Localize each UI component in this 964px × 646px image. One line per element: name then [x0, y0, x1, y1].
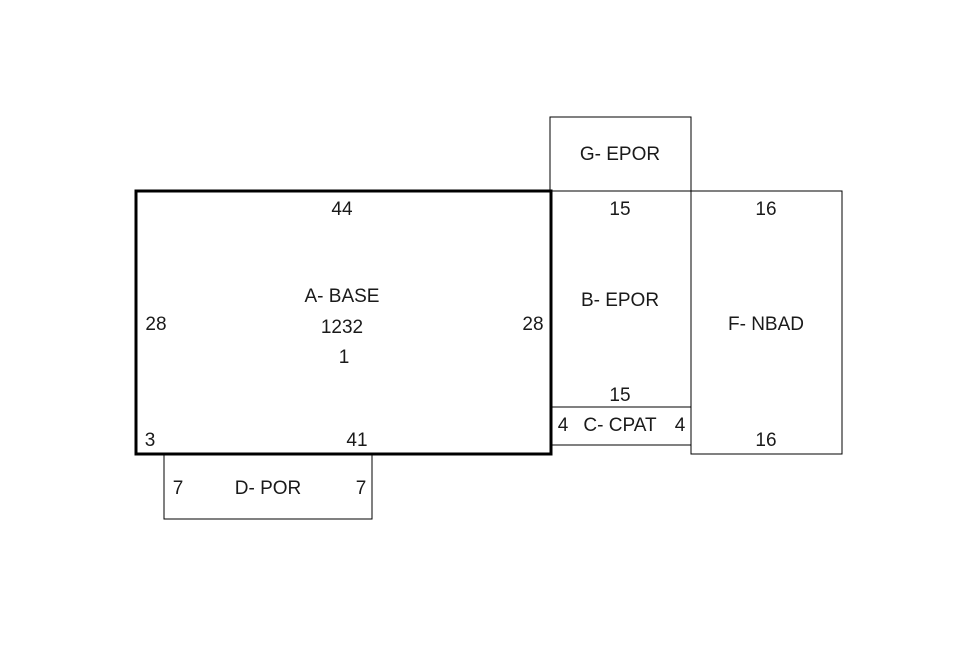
area-a-base-label: A- BASE: [305, 286, 380, 307]
area-b-epor-dim-top: 15: [609, 199, 630, 220]
area-b-epor-label: B- EPOR: [581, 290, 659, 311]
area-b-epor-dim-bottom: 15: [609, 385, 630, 406]
area-d-por-dim-left: 7: [173, 478, 184, 499]
area-a-base-dim-corner: 3: [145, 430, 156, 451]
area-a-base-dim-right: 28: [522, 314, 543, 335]
area-f-nbad-dim-bottom: 16: [755, 430, 776, 451]
area-d-por-dim-right: 7: [356, 478, 367, 499]
area-c-cpat-dim-left: 4: [558, 415, 569, 436]
area-f-nbad-dim-top: 16: [755, 199, 776, 220]
area-a-base-dim-top: 44: [331, 199, 353, 220]
area-c-cpat-dim-right: 4: [675, 415, 686, 436]
area-a-base-stories: 1: [339, 347, 350, 368]
area-f-nbad-label: F- NBAD: [728, 314, 804, 335]
area-f-nbad-outline: [690, 190, 843, 455]
area-g-epor-label: G- EPOR: [580, 144, 660, 165]
area-a-base-dim-bottom: 41: [346, 430, 367, 451]
area-c-cpat-label: C- CPAT: [583, 415, 657, 436]
area-a-base-sqft: 1232: [321, 317, 363, 338]
area-a-base-dim-left: 28: [145, 314, 166, 335]
area-d-por-label: D- POR: [235, 478, 302, 499]
area-a-base-outline: [134, 189, 553, 456]
